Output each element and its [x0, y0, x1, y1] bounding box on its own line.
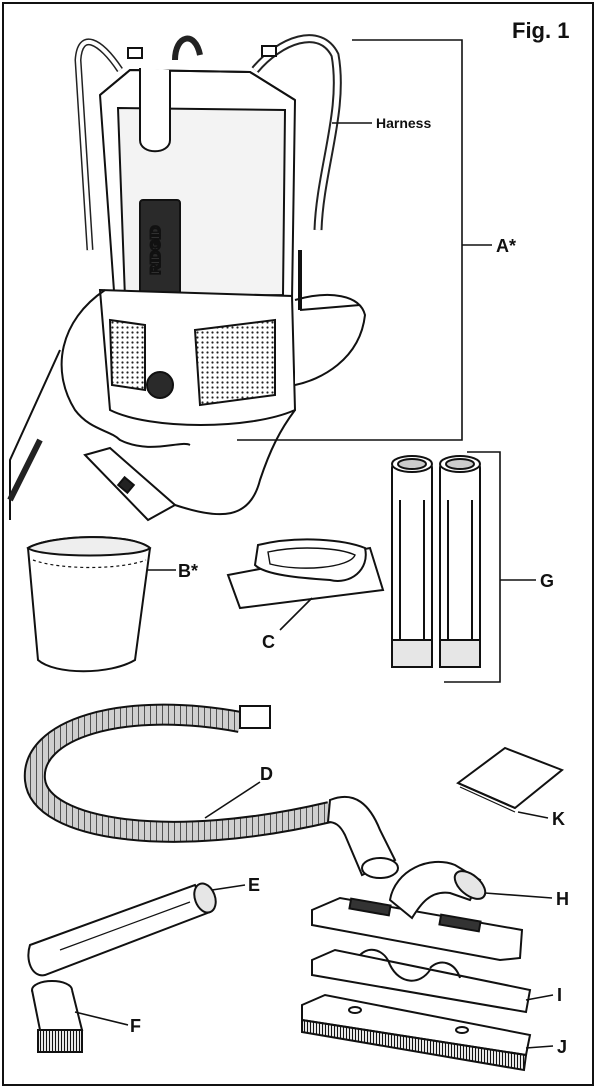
vacuum-hose — [35, 706, 398, 878]
label-h: H — [556, 889, 569, 909]
label-i-leader — [526, 995, 553, 1000]
label-e: E — [248, 875, 260, 895]
crevice-tool — [28, 880, 219, 975]
operator-manual — [458, 748, 562, 812]
label-g: G — [540, 571, 554, 591]
filter-frame — [228, 539, 383, 608]
label-e-leader — [212, 885, 245, 890]
floor-tool — [312, 862, 522, 960]
label-k-leader — [518, 812, 548, 818]
brand-logo: RIDGID — [147, 226, 163, 275]
label-d-leader — [205, 782, 260, 818]
label-harness: Harness — [376, 115, 431, 131]
label-a: A* — [496, 236, 516, 256]
filter-bag — [28, 537, 150, 671]
label-d: D — [260, 764, 273, 784]
label-f: F — [130, 1016, 141, 1036]
label-i: I — [557, 985, 562, 1005]
label-h-leader — [485, 893, 552, 898]
backpack-vacuum: RIDGID — [10, 39, 365, 520]
label-c: C — [262, 632, 275, 652]
label-b: B* — [178, 561, 198, 581]
extension-wands — [392, 456, 480, 667]
label-j-leader — [526, 1046, 553, 1048]
label-j: J — [557, 1037, 567, 1057]
label-k: K — [552, 809, 565, 829]
dusting-brush — [32, 981, 82, 1052]
figure-title: Fig. 1 — [512, 18, 569, 43]
label-f-leader — [75, 1012, 128, 1025]
